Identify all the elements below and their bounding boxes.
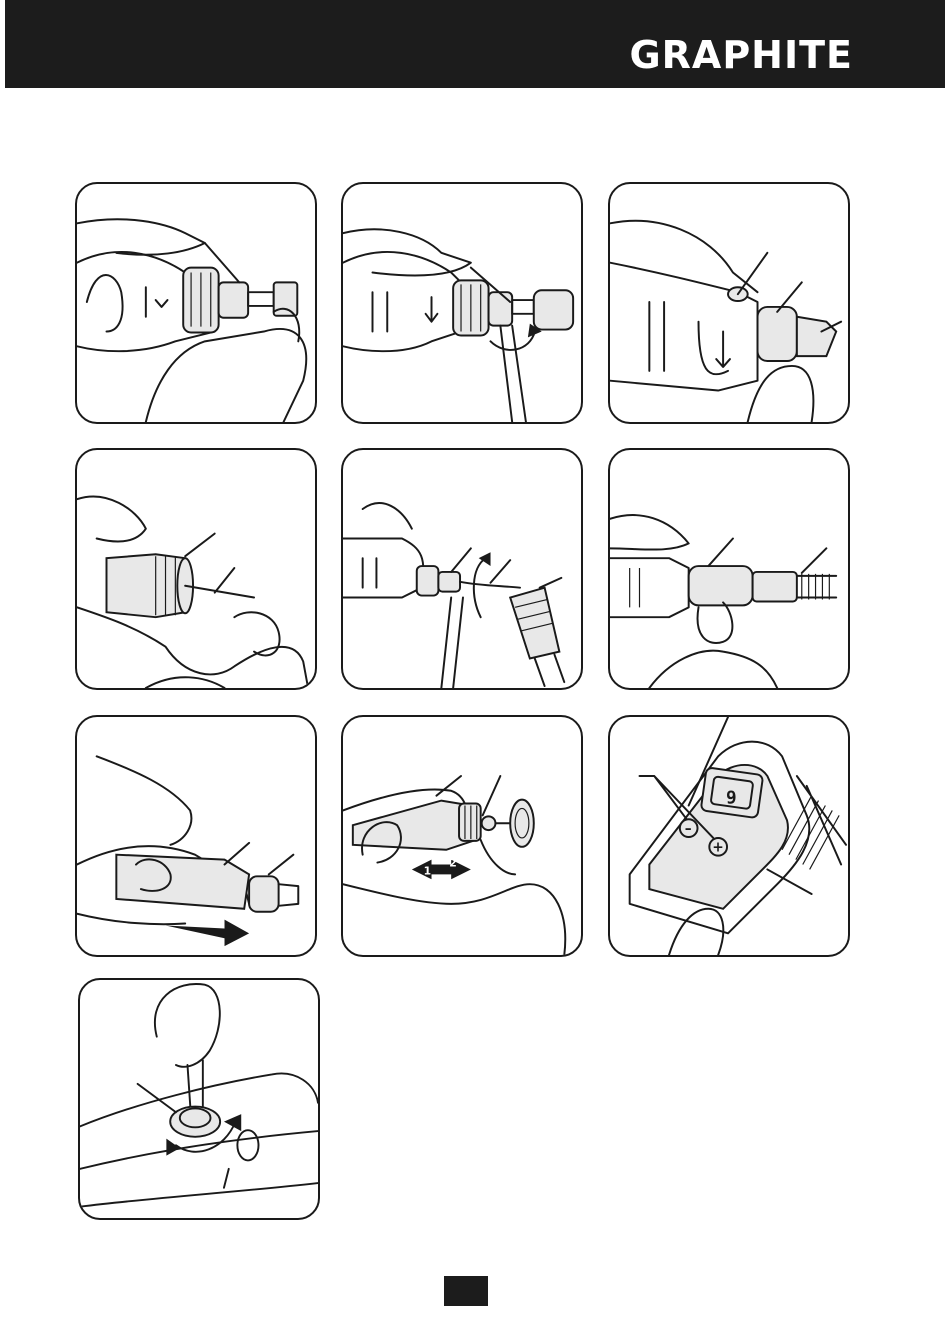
figure-6-drawing — [610, 450, 848, 688]
figure-panel-4 — [75, 448, 317, 690]
figure-3-drawing — [610, 184, 848, 422]
figure-panel-1 — [75, 182, 317, 424]
page-number-box — [444, 1276, 488, 1306]
arrow-label-1: 1 — [424, 864, 432, 877]
header-bar: GRAPHITE — [5, 0, 945, 88]
figure-1-drawing — [77, 184, 315, 422]
figure-panel-5 — [341, 448, 583, 690]
figure-4-drawing — [77, 450, 315, 688]
figure-8-drawing: 1 2 — [343, 717, 581, 955]
figure-panel-9: 9 – + — [608, 715, 850, 957]
speed-display-digit: 9 — [726, 789, 737, 809]
brand-logo: GRAPHITE — [629, 36, 853, 74]
figure-9-drawing: 9 – + — [610, 717, 848, 955]
plus-button-label: + — [712, 840, 724, 856]
figure-panel-10 — [78, 978, 320, 1220]
figure-2-drawing — [343, 184, 581, 422]
arrow-label-2: 2 — [449, 856, 457, 869]
figure-7-drawing — [77, 717, 315, 955]
figure-panel-3 — [608, 182, 850, 424]
figure-panel-7 — [75, 715, 317, 957]
figure-panel-2 — [341, 182, 583, 424]
figure-panel-8: 1 2 — [341, 715, 583, 957]
figure-5-drawing — [343, 450, 581, 688]
minus-button-label: – — [685, 821, 692, 837]
figure-panel-6 — [608, 448, 850, 690]
figure-10-drawing — [80, 980, 318, 1218]
